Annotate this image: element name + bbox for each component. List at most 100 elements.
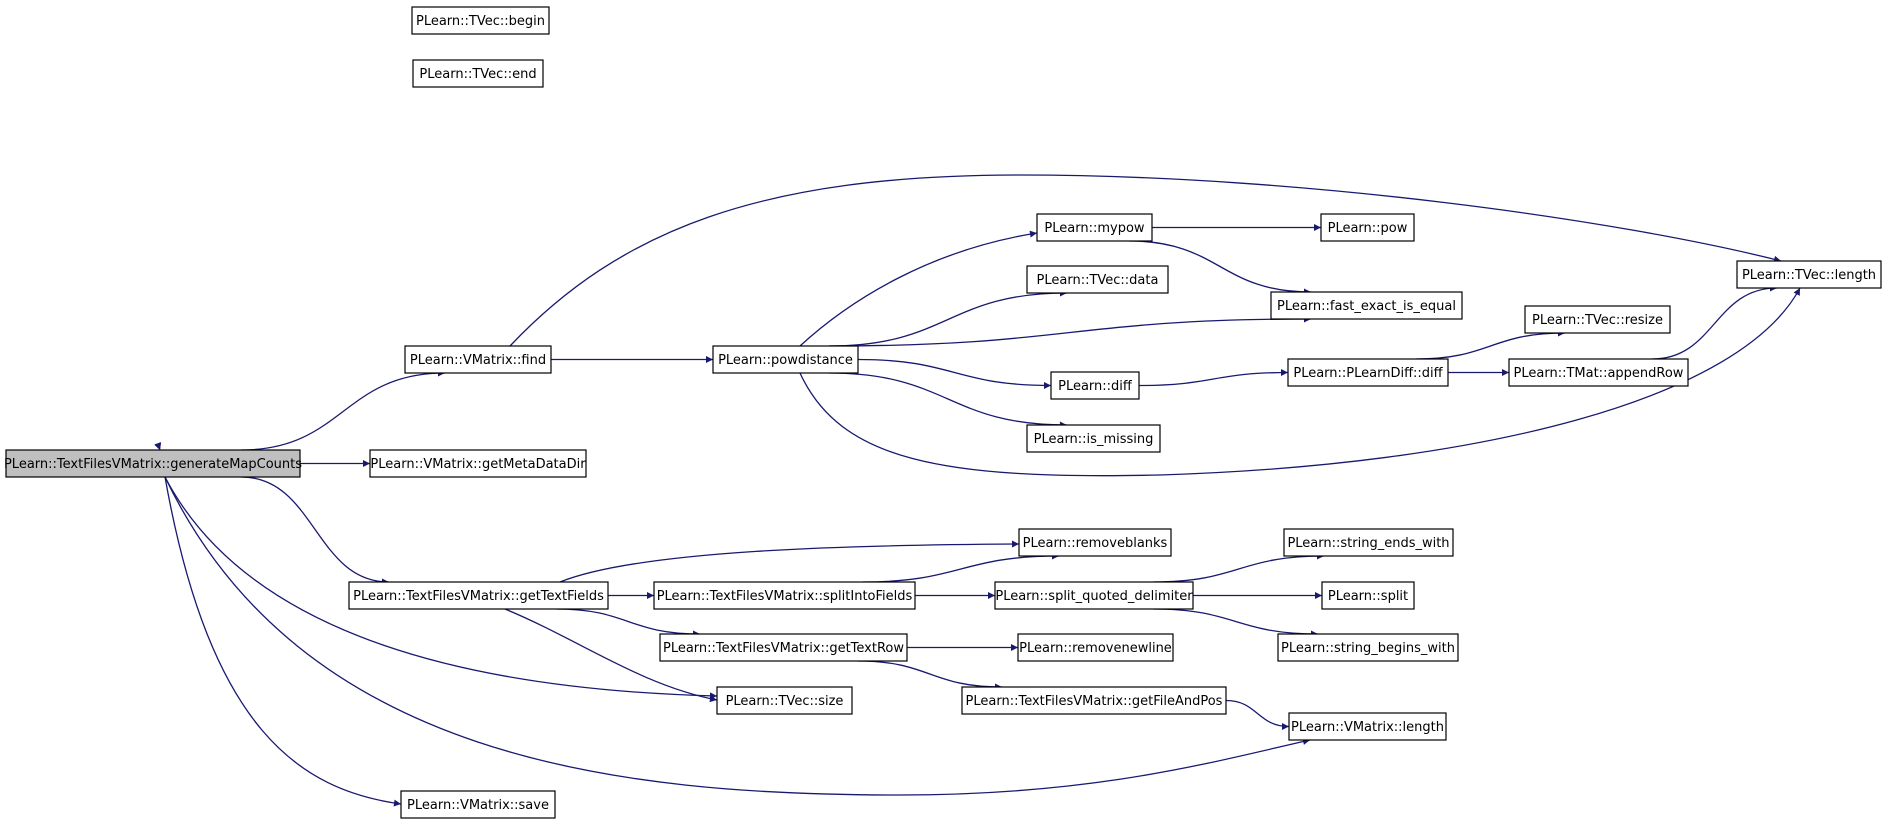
node-vmatrix-save[interactable]: PLearn::VMatrix::save: [400, 790, 556, 819]
node-label: PLearn::TVec::resize: [1532, 313, 1663, 328]
node-string-ends-with[interactable]: PLearn::string_ends_with: [1283, 528, 1454, 557]
edge-plearndiff_diff-to-tvec_resize: [1415, 329, 1566, 360]
node-removeblanks[interactable]: PLearn::removeblanks: [1018, 528, 1172, 557]
node-box: [1018, 528, 1172, 557]
node-box: [1026, 424, 1161, 453]
edge-vmatrix_find-to-tvec_length: [509, 174, 1782, 347]
node-box: [1283, 528, 1454, 557]
node-box: [412, 59, 544, 88]
edge-root-to-vmatrix_save: [164, 476, 402, 807]
node-label: PLearn::TextFilesVMatrix::splitIntoField…: [657, 589, 913, 604]
node-tvec-end[interactable]: PLearn::TVec::end: [412, 59, 544, 88]
node-fast-exact-is-equal[interactable]: PLearn::fast_exact_is_equal: [1270, 291, 1463, 320]
node-label: PLearn::TextFilesVMatrix::generateMapCou…: [4, 457, 302, 472]
node-box: [404, 345, 552, 374]
node-label: PLearn::TVec::begin: [416, 14, 545, 29]
node-tmat-appendrow[interactable]: PLearn::TMat::appendRow: [1508, 358, 1689, 387]
edge-getfileandpos-to-vmatrix_length: [1225, 699, 1290, 730]
node-box: [1508, 358, 1689, 387]
node-tvec-begin[interactable]: PLearn::TVec::begin: [411, 6, 550, 35]
edge-powdistance-to-diff: [857, 358, 1052, 389]
node-mypow[interactable]: PLearn::mypow: [1036, 213, 1153, 242]
edge-diff-to-plearndiff_diff: [1138, 369, 1289, 387]
node-vmatrix-length[interactable]: PLearn::VMatrix::length: [1288, 712, 1447, 741]
node-box: [348, 581, 609, 610]
edge-powdistance-to-is_missing: [828, 372, 1067, 429]
node-label: PLearn::VMatrix::length: [1291, 720, 1444, 735]
edge-root-to-vmatrix_length: [164, 476, 1311, 796]
node-label: PLearn::TVec::size: [726, 694, 844, 709]
node-box: [712, 345, 859, 374]
node-plearndiff-diff[interactable]: PLearn::PLearnDiff::diff: [1287, 358, 1449, 387]
edge-root-to-vmatrix_find: [241, 369, 446, 451]
node-box: [1036, 213, 1153, 242]
node-label: PLearn::mypow: [1044, 221, 1144, 236]
edge-powdistance-to-mypow: [799, 230, 1038, 347]
node-tvec-data[interactable]: PLearn::TVec::data: [1026, 265, 1169, 294]
node-split[interactable]: PLearn::split: [1321, 581, 1415, 610]
node-box: [1736, 260, 1882, 289]
node-label: PLearn::powdistance: [718, 353, 853, 368]
node-box: [1320, 213, 1415, 242]
edge-gettextfields-to-tvec_size: [504, 608, 718, 703]
edge-powdistance-to-fast_exact_is_equal: [828, 315, 1312, 347]
node-label: PLearn::TVec::length: [1742, 268, 1876, 283]
node-root[interactable]: PLearn::TextFilesVMatrix::generateMapCou…: [4, 449, 302, 478]
node-label: PLearn::VMatrix::find: [410, 353, 546, 368]
node-label: PLearn::split_quoted_delimiter: [995, 589, 1193, 604]
node-label: PLearn::VMatrix::getMetaDataDir: [370, 457, 586, 472]
edge-gettextrow-to-getfileandpos: [857, 660, 1003, 691]
node-gettextrow[interactable]: PLearn::TextFilesVMatrix::getTextRow: [659, 633, 908, 662]
node-label: PLearn::string_begins_with: [1281, 641, 1455, 656]
node-label: PLearn::string_ends_with: [1287, 536, 1449, 551]
node-split-quoted-delimiter[interactable]: PLearn::split_quoted_delimiter: [994, 581, 1194, 610]
node-box: [994, 581, 1194, 610]
node-splitintofields[interactable]: PLearn::TextFilesVMatrix::splitIntoField…: [653, 581, 916, 610]
node-powdistance[interactable]: PLearn::powdistance: [712, 345, 859, 374]
edge-gettextfields-to-gettextrow: [556, 608, 701, 638]
node-label: PLearn::TextFilesVMatrix::getTextFields: [353, 589, 604, 604]
node-box: [369, 449, 587, 478]
node-box: [716, 686, 853, 715]
node-getfileandpos[interactable]: PLearn::TextFilesVMatrix::getFileAndPos: [961, 686, 1227, 715]
node-label: PLearn::fast_exact_is_equal: [1277, 299, 1456, 314]
node-pow[interactable]: PLearn::pow: [1320, 213, 1415, 242]
node-label: PLearn::pow: [1328, 221, 1408, 236]
node-string-begins-with[interactable]: PLearn::string_begins_with: [1277, 633, 1459, 662]
node-label: PLearn::TVec::data: [1037, 273, 1159, 288]
edge-powdistance-to-tvec_data: [828, 289, 1068, 347]
node-gettextfields[interactable]: PLearn::TextFilesVMatrix::getTextFields: [348, 581, 609, 610]
node-getmetadatadir[interactable]: PLearn::VMatrix::getMetaDataDir: [369, 449, 587, 478]
node-box: [1277, 633, 1459, 662]
node-label: PLearn::PLearnDiff::diff: [1293, 366, 1443, 381]
node-box: [1287, 358, 1449, 387]
edge-splitintofields-to-removeblanks: [862, 552, 1060, 583]
node-is-missing[interactable]: PLearn::is_missing: [1026, 424, 1161, 453]
node-label: PLearn::removeblanks: [1023, 536, 1168, 551]
node-box: [961, 686, 1227, 715]
node-tvec-resize[interactable]: PLearn::TVec::resize: [1524, 305, 1671, 334]
node-box: [1524, 305, 1671, 334]
node-label: PLearn::TMat::appendRow: [1514, 366, 1684, 381]
node-box: [5, 449, 301, 478]
edge-split_quoted_delimiter-to-string_begins_with: [1153, 608, 1319, 638]
node-label: PLearn::TVec::end: [419, 67, 536, 82]
node-diff[interactable]: PLearn::diff: [1050, 371, 1140, 400]
node-box: [659, 633, 908, 662]
edge-tmat_appendrow-to-tvec_length: [1652, 284, 1778, 360]
node-box: [1017, 633, 1174, 662]
nodes-layer: PLearn::TextFilesVMatrix::generateMapCou…: [4, 6, 1882, 819]
node-tvec-size[interactable]: PLearn::TVec::size: [716, 686, 853, 715]
node-box: [1321, 581, 1415, 610]
node-label: PLearn::removenewline: [1019, 641, 1172, 656]
node-label: PLearn::diff: [1058, 379, 1133, 394]
edge-powdistance-to-tvec_length: [799, 287, 1801, 477]
node-vmatrix-find[interactable]: PLearn::VMatrix::find: [404, 345, 552, 374]
node-box: [1050, 371, 1140, 400]
edges-layer: [164, 174, 1801, 807]
node-tvec-length[interactable]: PLearn::TVec::length: [1736, 260, 1882, 289]
edge-root-to-tvec_size: [164, 476, 718, 700]
node-label: PLearn::TextFilesVMatrix::getTextRow: [663, 641, 904, 656]
node-removenewline[interactable]: PLearn::removenewline: [1017, 633, 1174, 662]
